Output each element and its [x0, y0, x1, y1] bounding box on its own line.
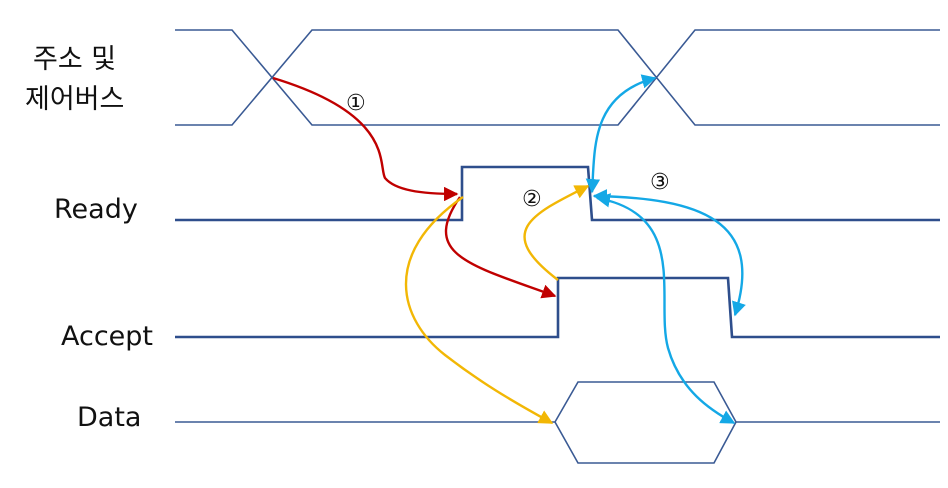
data-bus-waveform	[175, 381, 940, 464]
step3-arrows	[585, 74, 746, 425]
step3-arrow-ready-data	[595, 193, 736, 425]
step2-arrow-accept-to-ready	[523, 184, 590, 281]
address-bus-waveform	[175, 29, 940, 126]
address-bus-label-line2: 제어버스	[25, 84, 125, 115]
step3-arrow-ready-accept	[592, 189, 746, 317]
step1-label: ①	[346, 91, 366, 116]
data-label: Data	[77, 402, 142, 433]
step3-label: ③	[650, 170, 670, 195]
step1-arrow-addr-to-ready	[272, 76, 459, 202]
ready-waveform	[175, 165, 940, 222]
accept-label: Accept	[61, 321, 154, 352]
step2-arrow-ready-to-data	[404, 196, 554, 425]
address-bus-label-line1: 주소 및	[33, 44, 117, 75]
step3-arrow-ready-addr	[585, 74, 657, 194]
step1-arrows	[272, 76, 557, 299]
step2-arrows	[404, 184, 590, 425]
ready-label: Ready	[54, 194, 138, 225]
accept-waveform	[175, 276, 940, 339]
step1-arrow-ready-to-accept	[444, 196, 557, 299]
step2-label: ②	[522, 187, 542, 212]
